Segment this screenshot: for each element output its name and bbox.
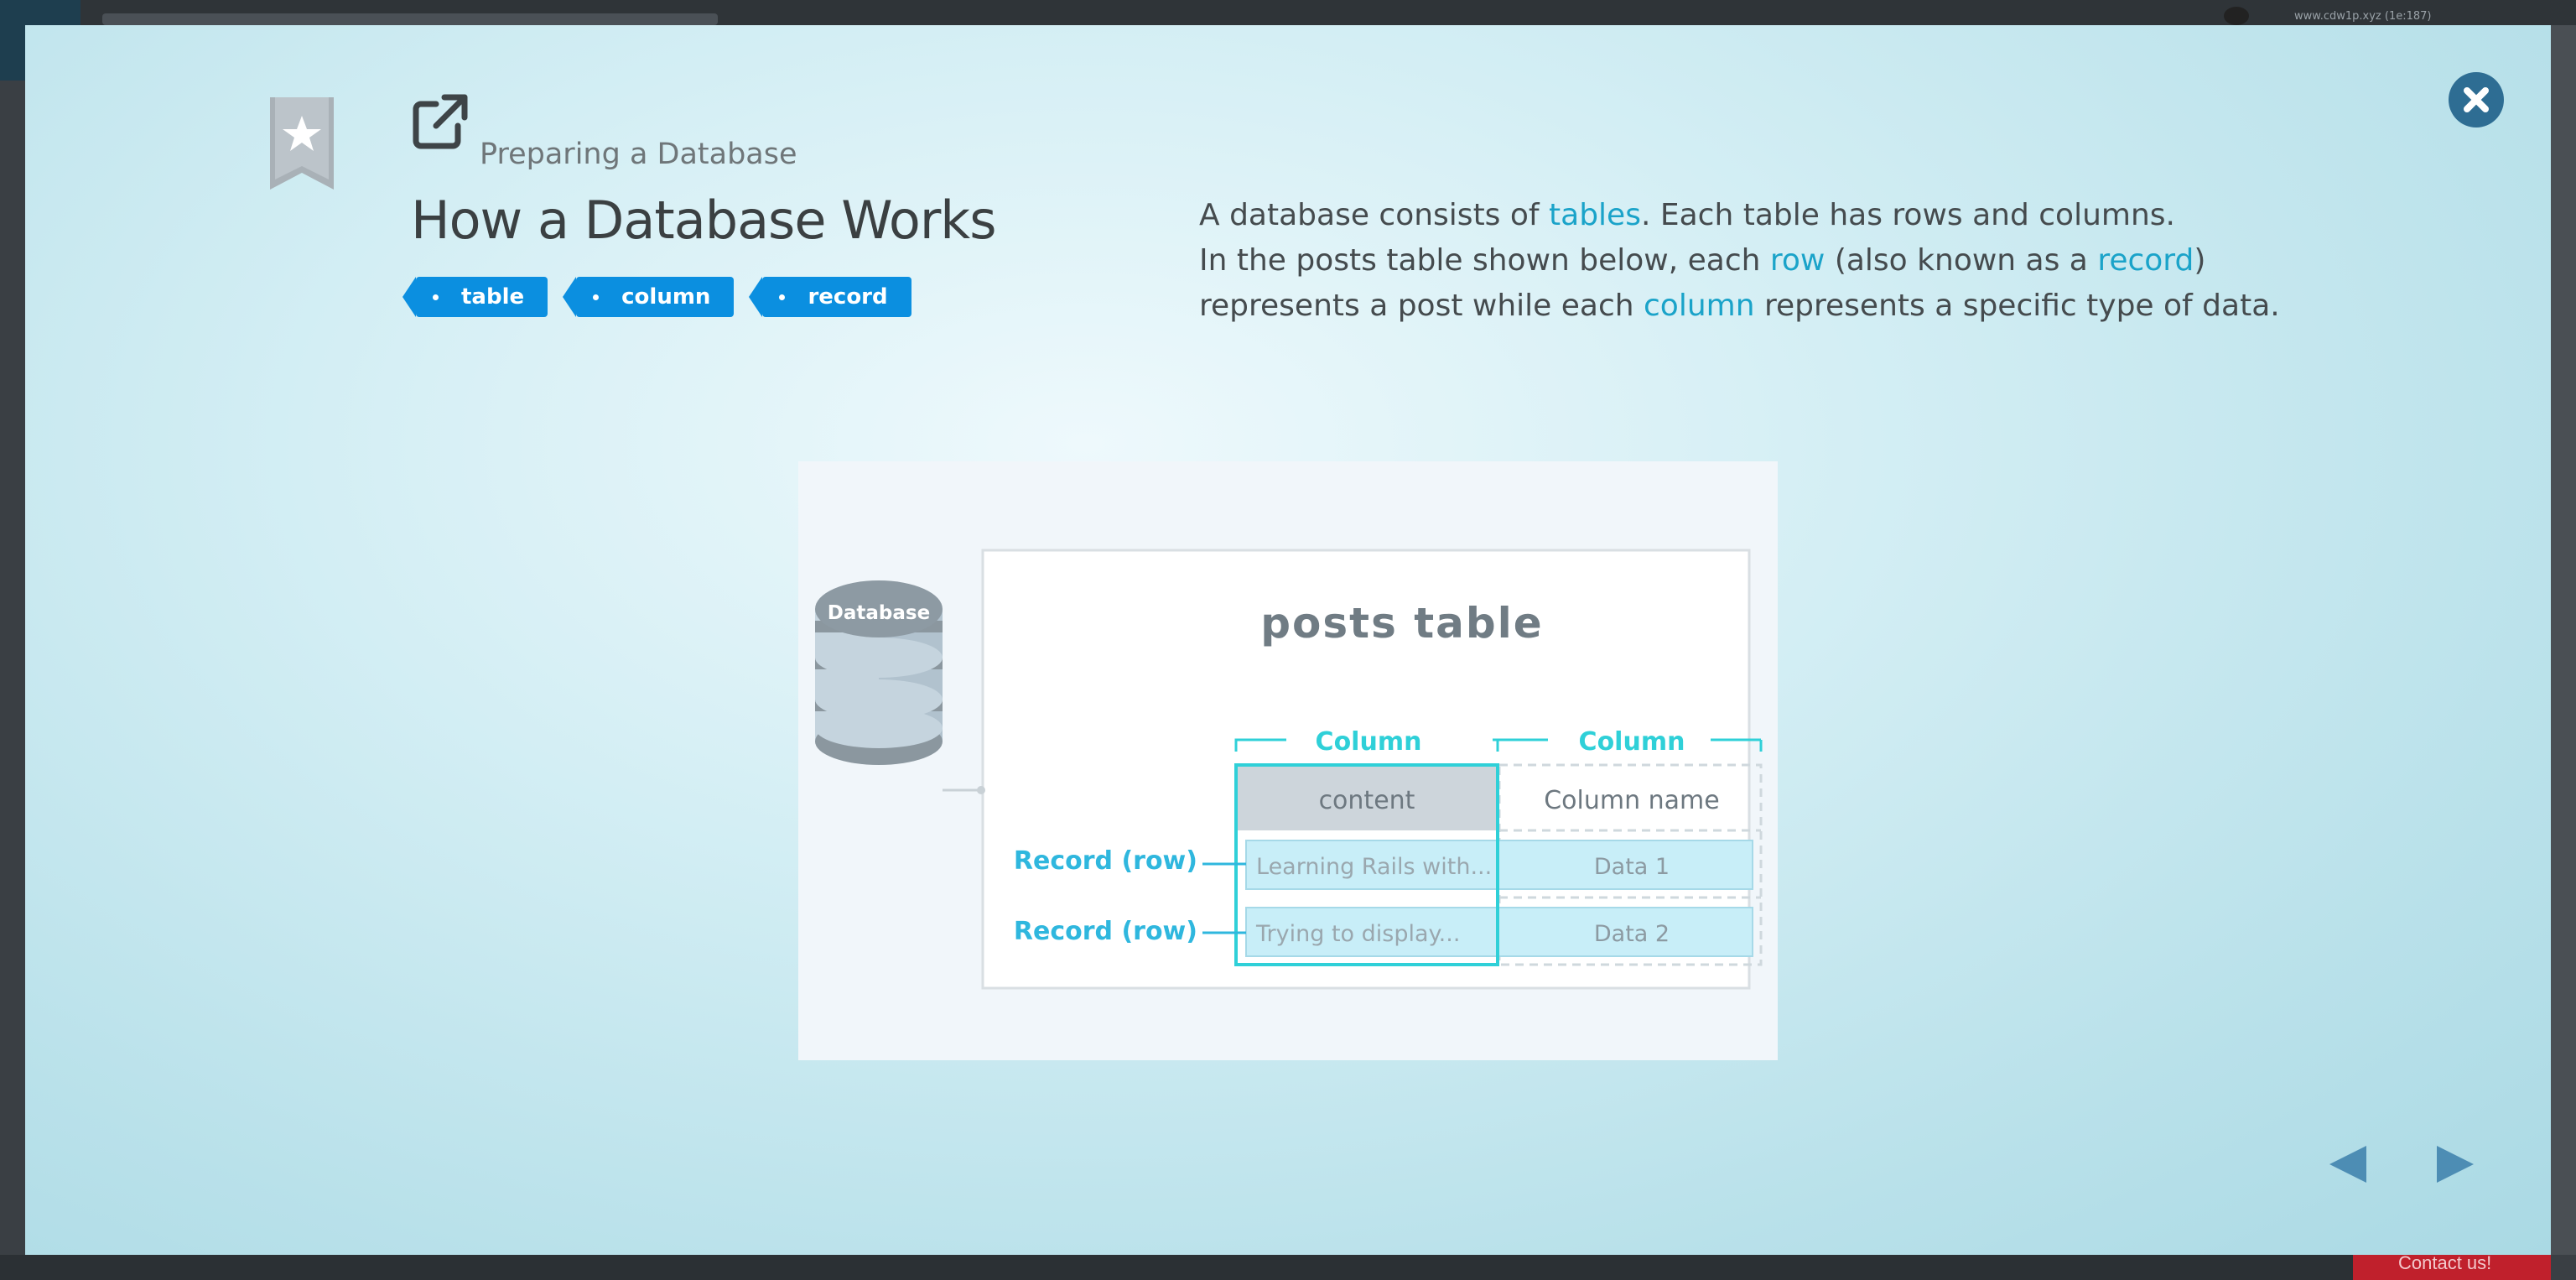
background-scrollbar[interactable] — [2551, 25, 2576, 1255]
previous-slide-button[interactable] — [2323, 1139, 2373, 1189]
column-name-outline — [1498, 763, 1763, 966]
database-label: Database — [828, 602, 930, 624]
slide-modal: Preparing a Database How a Database Work… — [25, 25, 2551, 1255]
row-1-content: Learning Rails with... — [1256, 854, 1492, 880]
content-header-cell — [1236, 765, 1498, 830]
header-column-name: Column name — [1544, 786, 1720, 815]
keyword-tables: tables — [1549, 198, 1641, 232]
row-2-content: Trying to display... — [1255, 921, 1460, 947]
close-button[interactable] — [2449, 72, 2504, 127]
triangle-left-icon — [2329, 1146, 2366, 1183]
connector-dot — [977, 786, 985, 794]
keyword-column: column — [1644, 289, 1755, 323]
database-diagram: Database posts table Column Column conte… — [798, 461, 1778, 1060]
header-content: content — [1319, 786, 1415, 815]
tag-record[interactable]: record — [749, 277, 911, 317]
row-2-data: Data 2 — [1594, 921, 1670, 947]
description: A database consists of tables. Each tabl… — [1199, 193, 2373, 329]
lesson-label: Preparing a Database — [480, 138, 797, 171]
triangle-right-icon — [2437, 1146, 2474, 1183]
avatar — [2224, 7, 2249, 25]
close-icon — [2464, 87, 2489, 112]
column-label-2: Column — [1579, 727, 1685, 757]
next-slide-button[interactable] — [2430, 1139, 2480, 1189]
keyword-row: row — [1769, 243, 1826, 278]
background-url-text: www.cdw1p.xyz (1e:187) — [2294, 10, 2432, 23]
database-icon: Database — [815, 580, 943, 765]
column-label-1: Column — [1316, 727, 1422, 757]
tag-list: table column record — [402, 277, 911, 317]
column-brackets — [1234, 738, 1763, 752]
star-bookmark-icon[interactable] — [267, 96, 337, 193]
tag-column[interactable]: column — [563, 277, 735, 317]
external-link-icon[interactable] — [411, 92, 470, 151]
table-title: posts table — [1260, 599, 1543, 648]
keyword-record: record — [2097, 243, 2194, 278]
background-bottom-bar — [0, 1255, 2353, 1280]
description-line-3: represents a post while each column repr… — [1199, 289, 2280, 323]
page-title: How a Database Works — [411, 190, 997, 251]
description-line-1: A database consists of tables. Each tabl… — [1199, 198, 2175, 232]
description-line-2: In the posts table shown below, each row… — [1199, 243, 2206, 278]
record-label-2: Record (row) — [1014, 917, 1197, 946]
tag-table[interactable]: table — [402, 277, 548, 317]
record-label-1: Record (row) — [1014, 846, 1197, 876]
background-search-bar — [102, 13, 718, 25]
row-1-data: Data 1 — [1594, 854, 1670, 880]
